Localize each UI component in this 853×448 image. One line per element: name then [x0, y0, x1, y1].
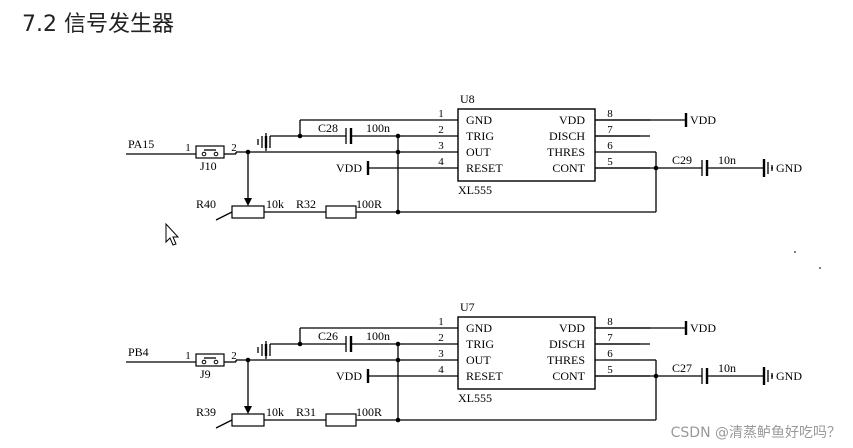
pin-number: 8: [607, 316, 613, 328]
pin-name: RESET: [466, 161, 503, 175]
pin-name: CONT: [552, 161, 585, 175]
resistor-body: [325, 413, 357, 427]
pin-number: 6: [607, 140, 613, 152]
watermark: CSDN @清蒸鲈鱼好吃吗？: [670, 425, 841, 441]
vdd-label: VDD: [690, 113, 716, 127]
capacitor-reference: C29: [672, 153, 692, 167]
potentiometer-value: 10k: [266, 405, 284, 419]
stray-dot: [819, 267, 821, 269]
pin-number: 1: [438, 316, 444, 328]
capacitor-reference: C27: [672, 361, 692, 375]
ic-reference: U7: [460, 300, 475, 314]
potentiometer-lead: [215, 419, 233, 429]
gnd-tick: [771, 167, 773, 169]
jumper-pin: [213, 151, 219, 157]
potentiometer-value: 10k: [266, 197, 284, 211]
pin-number: 7: [607, 332, 613, 344]
pin-number: 2: [438, 124, 444, 136]
capacitor-value: 10n: [718, 153, 736, 167]
capacitor-reference: C26: [318, 329, 338, 343]
pin-number: 5: [607, 156, 613, 168]
pin-name: CONT: [552, 369, 585, 383]
pin-number: 2: [231, 350, 237, 362]
jumper-reference: J9: [200, 367, 211, 381]
pin-name: VDD: [559, 321, 585, 335]
pin-name: THRES: [547, 353, 585, 367]
gnd-tick: [771, 375, 773, 377]
ic-body: [457, 108, 596, 182]
jumper-pin: [201, 151, 207, 157]
pin-number: 1: [438, 108, 444, 120]
ic-part-number: XL555: [458, 391, 492, 405]
ic-part-number: XL555: [458, 183, 492, 197]
pin-name: RESET: [466, 369, 503, 383]
pin-name: OUT: [466, 145, 491, 159]
resistor-value: 100R: [356, 405, 382, 419]
potentiometer-wiper-arrow: [244, 406, 252, 414]
net-label: PB4: [128, 345, 149, 359]
resistor-body: [325, 205, 357, 219]
jumper-body: [195, 353, 225, 367]
vdd-label: VDD: [690, 321, 716, 335]
resistor-reference: R31: [296, 405, 316, 419]
pin-name: OUT: [466, 353, 491, 367]
gnd-label: GND: [776, 161, 802, 175]
vdd-label: VDD: [336, 161, 362, 175]
potentiometer-lead: [215, 211, 233, 221]
pin-number: 7: [607, 124, 613, 136]
pin-number: 4: [438, 156, 444, 168]
resistor-reference: R32: [296, 197, 316, 211]
pin-number: 1: [185, 142, 191, 154]
pin-number: 6: [607, 348, 613, 360]
mouse-cursor-icon: [165, 222, 180, 246]
stray-dot: [794, 251, 796, 253]
page-title: 7.2 信号发生器: [22, 12, 174, 37]
pin-number: 8: [607, 108, 613, 120]
pin-number: 3: [438, 348, 444, 360]
pin-name: GND: [466, 321, 492, 335]
pin-name: THRES: [547, 145, 585, 159]
net-label: PA15: [128, 137, 154, 151]
potentiometer-reference: R40: [196, 197, 216, 211]
jumper-pin: [201, 359, 207, 365]
pin-number: 3: [438, 140, 444, 152]
potentiometer-wiper-arrow: [244, 198, 252, 206]
pin-number: 5: [607, 364, 613, 376]
pin-name: GND: [466, 113, 492, 127]
potentiometer-body: [231, 205, 265, 219]
pin-name: DISCH: [549, 129, 585, 143]
gnd-label: GND: [776, 369, 802, 383]
jumper-reference: J10: [200, 159, 217, 173]
ic-body: [457, 316, 596, 390]
jumper-body: [195, 145, 225, 159]
jumper-pin: [213, 359, 219, 365]
potentiometer-body: [231, 413, 265, 427]
vdd-label: VDD: [336, 369, 362, 383]
pin-number: 4: [438, 364, 444, 376]
pin-number: 2: [231, 142, 237, 154]
capacitor-reference: C28: [318, 121, 338, 135]
potentiometer-reference: R39: [196, 405, 216, 419]
pin-name: DISCH: [549, 337, 585, 351]
ic-reference: U8: [460, 92, 475, 106]
capacitor-value: 100n: [366, 329, 390, 343]
capacitor-value: 100n: [366, 121, 390, 135]
resistor-value: 100R: [356, 197, 382, 211]
pin-name: VDD: [559, 113, 585, 127]
pin-number: 1: [185, 350, 191, 362]
pin-number: 2: [438, 332, 444, 344]
capacitor-value: 10n: [718, 361, 736, 375]
pin-name: TRIG: [466, 337, 494, 351]
pin-name: TRIG: [466, 129, 494, 143]
